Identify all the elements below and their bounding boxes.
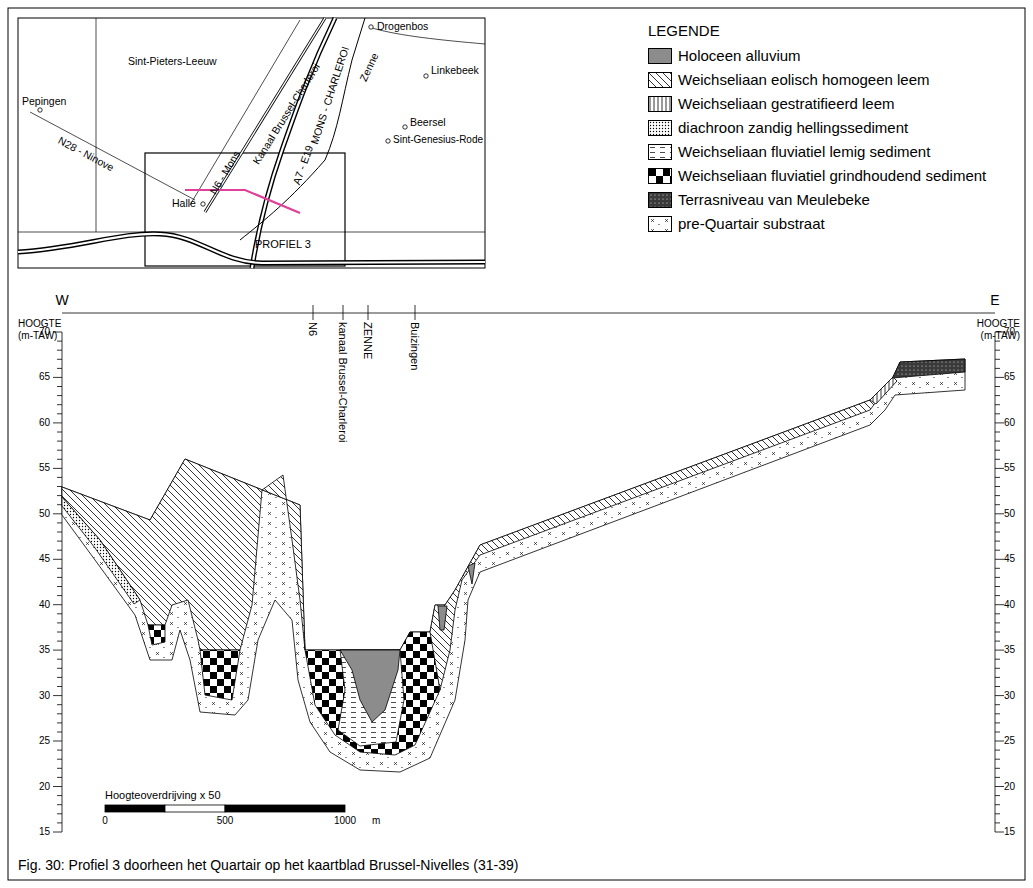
legend-swatch: [648, 48, 672, 64]
axis-number: 35: [1004, 644, 1015, 656]
legend-swatch: [648, 216, 672, 232]
axis-number: 60: [39, 417, 50, 429]
profile-label: PROFIEL 3: [255, 238, 311, 251]
axis-number: 65: [1004, 371, 1015, 383]
axis-number: 45: [39, 553, 50, 565]
place-name: Halle: [172, 197, 196, 209]
scale-number: 500: [217, 815, 234, 827]
axis-number: 20: [39, 781, 50, 793]
scale-number: 0: [102, 815, 108, 827]
location-map: [18, 18, 485, 268]
axis-number: 25: [39, 735, 50, 747]
legend-text: Weichseliaan fluviatiel grindhoudend sed…: [678, 167, 986, 184]
place-name: Pepingen: [22, 95, 66, 107]
axis-number: 15: [39, 826, 50, 838]
legend-text: Weichseliaan eolisch homogeen leem: [678, 71, 930, 88]
legend-swatch: [648, 192, 672, 208]
legend-text: Weichseliaan fluviatiel lemig sediment: [678, 143, 930, 160]
axis-number: 55: [1004, 462, 1015, 474]
legend-swatch: [648, 72, 672, 88]
road-name: MONS - CHARLEROI: [308, 45, 351, 146]
cross-section: [53, 305, 1004, 832]
axis-number: 50: [39, 508, 50, 520]
axis-number: 50: [1004, 508, 1015, 520]
legend-swatch: [648, 144, 672, 160]
profile-feature: Buizingen: [408, 322, 421, 370]
legend-text: diachroon zandig hellingssediment: [678, 119, 908, 136]
pattern-sample: [649, 217, 671, 231]
axis-number: 30: [1004, 690, 1015, 702]
profile-feature: N6: [306, 322, 319, 336]
figure-caption: Fig. 30: Profiel 3 doorheen het Quartair…: [18, 857, 518, 873]
axis-number: 55: [39, 462, 50, 474]
direction-label: W: [55, 292, 68, 308]
place-name: Sint-Pieters-Leeuw: [128, 55, 217, 67]
legend-text: Terrasniveau van Meulebeke: [678, 191, 870, 208]
axis-number: 15: [1004, 826, 1015, 838]
axis-number: 25: [1004, 735, 1015, 747]
axis-number: 45: [1004, 553, 1015, 565]
place-name: Sint-Genesius-Rode: [393, 134, 483, 146]
pattern-sample: [649, 97, 671, 111]
axis-number: 70: [39, 326, 50, 338]
pattern-sample: [649, 169, 671, 183]
legend-text: Holoceen alluvium: [678, 47, 801, 64]
road-name: N6 - Mons: [207, 148, 242, 196]
legend-text: pre-Quartair substraat: [678, 215, 825, 232]
legend-text: Weichseliaan gestratifieerd leem: [678, 95, 895, 112]
river-name: Zenne: [357, 51, 381, 83]
legend-swatch: [648, 120, 672, 136]
scale-unit: m: [372, 815, 380, 827]
road-name: A7 - E19: [290, 144, 315, 187]
place-name: Linkebeek: [431, 64, 479, 76]
place-name: Beersel: [410, 116, 446, 128]
axis-number: 40: [1004, 599, 1015, 611]
place-name: Drogenbos: [377, 20, 428, 32]
direction-label: E: [990, 292, 999, 308]
axis-number: 60: [1004, 417, 1015, 429]
frame: [8, 8, 1025, 880]
axis-number: 70: [1004, 326, 1015, 338]
axis-number: 20: [1004, 781, 1015, 793]
scale-number: 1000: [334, 815, 356, 827]
profile-feature: kanaal Brussel-Charleroi: [336, 322, 349, 442]
pattern-sample: [649, 121, 671, 135]
axis-number: 40: [39, 599, 50, 611]
scale-label: Hoogteoverdrijving x 50: [105, 789, 221, 802]
legend-title: LEGENDE: [648, 22, 720, 39]
profile-feature: ZENNE: [361, 322, 374, 359]
pattern-sample: [649, 73, 671, 87]
legend-swatch: [648, 168, 672, 184]
pattern-sample: [649, 193, 671, 207]
axis-number: 30: [39, 690, 50, 702]
pattern-sample: [649, 145, 671, 159]
axis-number: 35: [39, 644, 50, 656]
legend-swatch: [648, 96, 672, 112]
road-name: N28 - Ninove: [56, 134, 116, 173]
axis-number: 65: [39, 371, 50, 383]
